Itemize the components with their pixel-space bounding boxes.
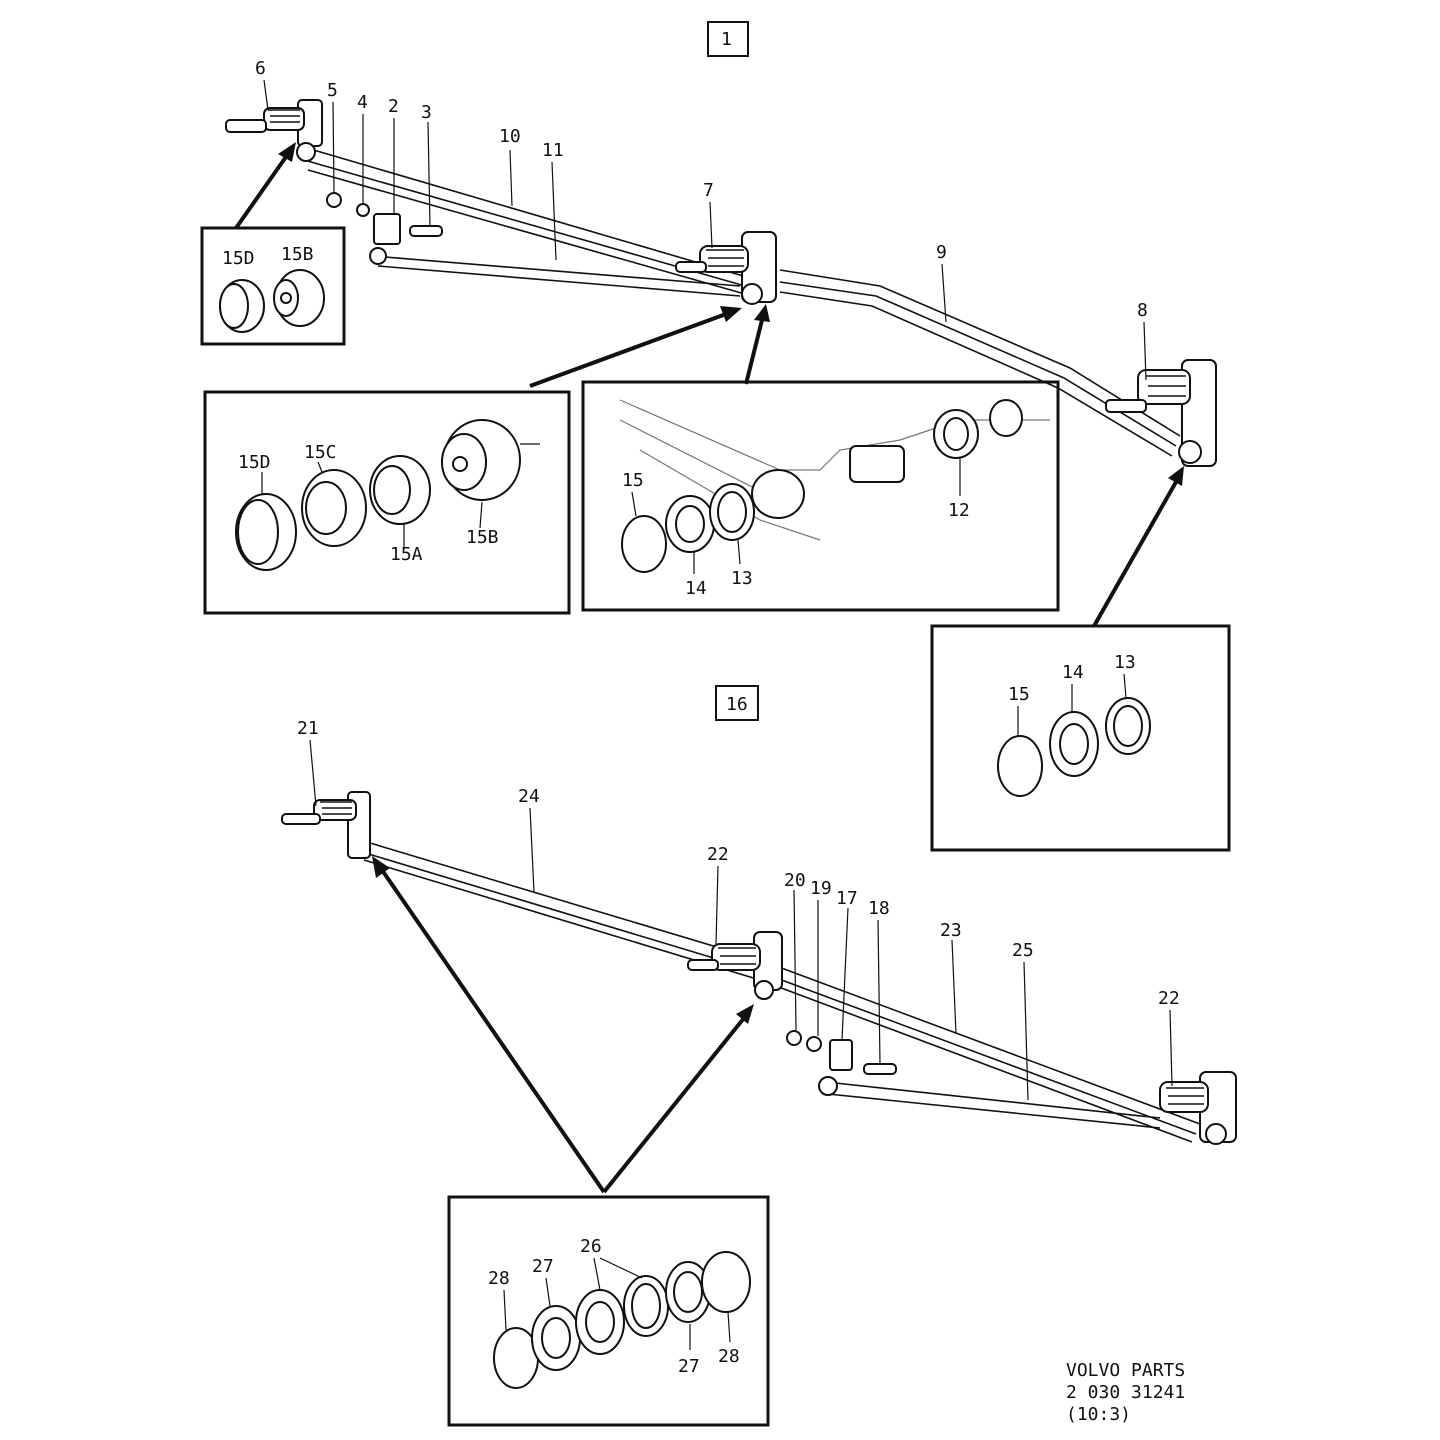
inset-box-d [930, 624, 1231, 852]
inset-box-c [581, 380, 1060, 612]
callout-24: 24 [518, 786, 540, 807]
callout-leaders-fig16 [309, 739, 1173, 1101]
inset-c-14: 14 [685, 578, 707, 599]
callout-21: 21 [297, 718, 319, 739]
callout-leaders-fig1 [263, 79, 1147, 381]
inset-bushing-center: 15D 15C 15A 15B [203, 390, 571, 615]
inset-e-27-right: 27 [678, 1356, 700, 1377]
footer-reference: VOLVO PARTS 2 030 31241 (10:3) [1066, 1360, 1185, 1425]
inset-box-a [200, 226, 346, 346]
inset-b-15d: 15D [238, 452, 271, 473]
callout-22-center: 22 [707, 844, 729, 865]
callout-20: 20 [784, 870, 806, 891]
inset-e-27-left: 27 [532, 1256, 554, 1277]
inset-a-15d: 15D [222, 248, 255, 269]
callout-8: 8 [1137, 300, 1148, 321]
callout-19: 19 [810, 878, 832, 899]
footer-line-3: (10:3) [1066, 1404, 1131, 1425]
inset-washers-right: 15 14 13 [930, 624, 1231, 852]
callout-18: 18 [868, 898, 890, 919]
inset-b-15c: 15C [304, 442, 337, 463]
detail-arrows-fig1 [234, 142, 1184, 627]
figure-1-label-box [707, 21, 749, 57]
callout-10: 10 [499, 126, 521, 147]
footer-line-1: VOLVO PARTS [1066, 1360, 1185, 1381]
wiper-linkage-lower [281, 791, 1237, 1145]
figure-1-label: 1 [721, 29, 732, 50]
figure-1: 1 [200, 21, 1231, 852]
inset-b-15a: 15A [390, 544, 423, 565]
callout-23: 23 [940, 920, 962, 941]
inset-c-15: 15 [622, 470, 644, 491]
footer-line-2: 2 030 31241 [1066, 1382, 1185, 1403]
inset-d-14: 14 [1062, 662, 1084, 683]
wiper-linkage-upper [225, 99, 1217, 467]
inset-washers-lower: 28 27 26 27 28 [447, 1195, 770, 1427]
callout-9: 9 [936, 242, 947, 263]
callout-3: 3 [421, 102, 432, 123]
callout-25: 25 [1012, 940, 1034, 961]
inset-e-26: 26 [580, 1236, 602, 1257]
callout-2: 2 [388, 96, 399, 117]
callout-7: 7 [703, 180, 714, 201]
inset-bushing-left: 15D 15B [200, 226, 346, 346]
inset-e-28-right: 28 [718, 1346, 740, 1367]
callout-5: 5 [327, 80, 338, 101]
inset-washers-center: 15 14 13 12 [581, 380, 1060, 612]
callout-22-right: 22 [1158, 988, 1180, 1009]
figure-16-label: 16 [726, 694, 748, 715]
inset-a-15b: 15B [281, 244, 314, 265]
callout-6: 6 [255, 58, 266, 79]
callout-17: 17 [836, 888, 858, 909]
inset-e-28-left: 28 [488, 1268, 510, 1289]
figure-16-label-box [715, 685, 759, 721]
inset-box-e [447, 1195, 770, 1427]
detail-arrows-fig16 [372, 856, 754, 1194]
callout-11: 11 [542, 140, 564, 161]
inset-c-12: 12 [948, 500, 970, 521]
callout-4: 4 [357, 92, 368, 113]
inset-d-15: 15 [1008, 684, 1030, 705]
inset-d-13: 13 [1114, 652, 1136, 673]
inset-box-b [203, 390, 571, 615]
inset-c-13: 13 [731, 568, 753, 589]
figure-16: 16 [281, 685, 1237, 1427]
inset-b-15b: 15B [466, 527, 499, 548]
